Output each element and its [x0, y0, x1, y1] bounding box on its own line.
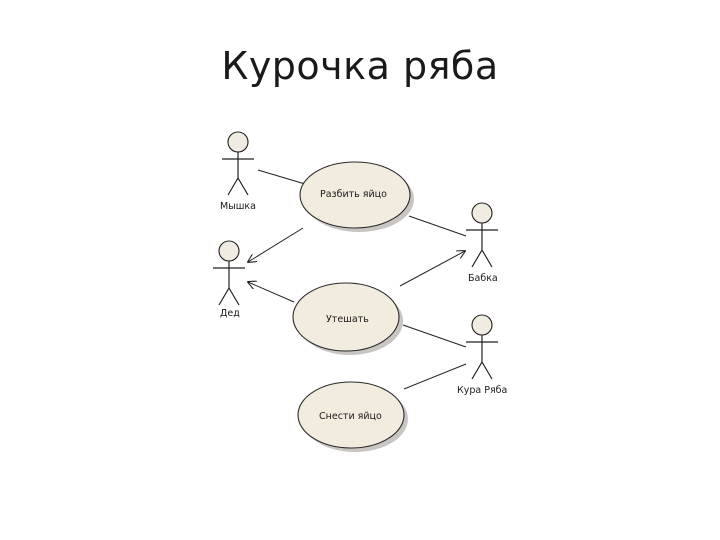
actor-ded: Дед: [213, 240, 245, 319]
use-case-snesti-yaitso: Снести яйцо: [297, 381, 408, 452]
use-case-label: Утешать: [326, 314, 369, 325]
actor-leg-left: [218, 287, 230, 306]
actor-leg-right: [228, 287, 240, 306]
actor-label: Мышка: [220, 201, 256, 212]
actor-head: [227, 131, 249, 153]
association-razbit-ded: [248, 227, 304, 262]
actor-leg-left: [471, 249, 483, 268]
actor-leg-right: [481, 361, 493, 380]
association-uteshat-ded: [248, 282, 295, 303]
association-razbit-babka: [408, 215, 467, 237]
slide-title: Курочка ряба: [221, 44, 499, 88]
use-case-ellipse: [299, 161, 411, 229]
association-snesti-kura: [403, 363, 467, 390]
actor-head: [471, 202, 493, 224]
association-uteshat-kura: [402, 324, 467, 348]
actor-leg-right: [481, 249, 493, 268]
use-case-ellipse: [297, 381, 405, 449]
actor-leg-left: [471, 361, 483, 380]
actor-leg-left: [227, 177, 239, 196]
association-myshka-razbit: [257, 169, 306, 185]
actor-label: Дед: [220, 308, 240, 319]
actor-head: [471, 314, 493, 336]
actor-label: Кура Ряба: [457, 385, 507, 396]
use-case-label: Разбить яйцо: [320, 189, 387, 200]
use-case-ellipse: [292, 282, 400, 352]
actor-head: [218, 240, 240, 262]
actor-leg-right: [237, 177, 249, 196]
actor-label: Бабка: [468, 273, 498, 284]
association-uteshat-babka: [399, 251, 465, 287]
actor-babka: Бабка: [466, 202, 498, 284]
use-case-label: Снести яйцо: [319, 411, 382, 422]
actor-kura-ryaba: Кура Ряба: [457, 314, 507, 396]
use-case-razbit-yaitso: Разбить яйцо: [299, 161, 414, 232]
use-case-uteshat: Утешать: [292, 282, 403, 355]
actor-myshka: Мышка: [220, 131, 256, 212]
